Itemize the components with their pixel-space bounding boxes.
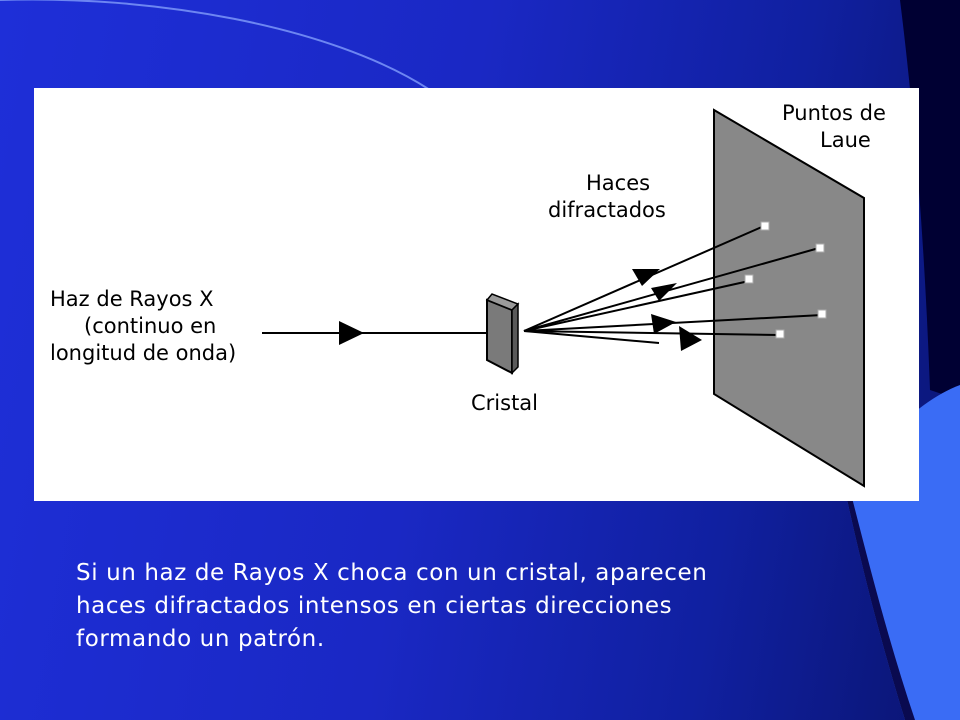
diffracted-beam <box>523 280 750 332</box>
laue-spot <box>775 329 785 339</box>
light-curve-top <box>0 0 431 91</box>
laue-screen <box>713 108 865 488</box>
slide-caption: Si un haz de Rayos X choca con un crista… <box>76 557 876 656</box>
crystal-side <box>511 302 519 375</box>
laue-spot <box>760 221 770 231</box>
crystal-face <box>486 298 513 375</box>
diffracted-beams-label-line-2: difractados <box>548 198 666 222</box>
laue-diagram <box>262 108 865 488</box>
incident-beam-label-line-1: Haz de Rayos X <box>50 287 214 311</box>
diffracted-beams-label: Haces difractados <box>548 170 666 224</box>
dark-strip-right <box>845 490 915 720</box>
incident-beam-label: Haz de Rayos X (continuo en longitud de … <box>50 286 236 367</box>
diffracted-beam <box>523 247 820 332</box>
crystal-label: Cristal <box>471 391 539 415</box>
incident-beam-arrow <box>339 321 364 345</box>
caption-line-1: Si un haz de Rayos X choca con un crista… <box>76 560 708 586</box>
laue-spot <box>815 243 825 253</box>
laue-spot <box>817 309 827 319</box>
diffracted-beam-arrow <box>679 326 702 351</box>
caption-line-3: formando un patrón. <box>76 626 325 652</box>
diffracted-beam-arrow <box>651 283 677 301</box>
incident-beam-label-line-2: (continuo en <box>84 314 217 338</box>
diffracted-beam <box>523 330 660 344</box>
diffracted-beam-arrow <box>632 269 660 286</box>
laue-spot <box>744 274 754 284</box>
laue-spots <box>744 221 827 339</box>
laue-spots-label: Puntos de Laue <box>782 100 886 154</box>
caption-line-2: haces difractados intensos en ciertas di… <box>76 593 673 619</box>
diffracted-beam <box>523 330 780 336</box>
laue-diagram-panel: Haz de Rayos X (continuo en longitud de … <box>34 88 919 501</box>
laue-spots-label-line-2: Laue <box>820 128 871 152</box>
laue-spots-label-line-1: Puntos de <box>782 101 886 125</box>
incident-beam-label-line-3: longitud de onda) <box>50 341 237 365</box>
diffracted-beams-label-line-1: Haces <box>586 171 651 195</box>
diffracted-beam-arrow <box>651 314 676 334</box>
diffracted-beam-arrows <box>632 269 702 351</box>
